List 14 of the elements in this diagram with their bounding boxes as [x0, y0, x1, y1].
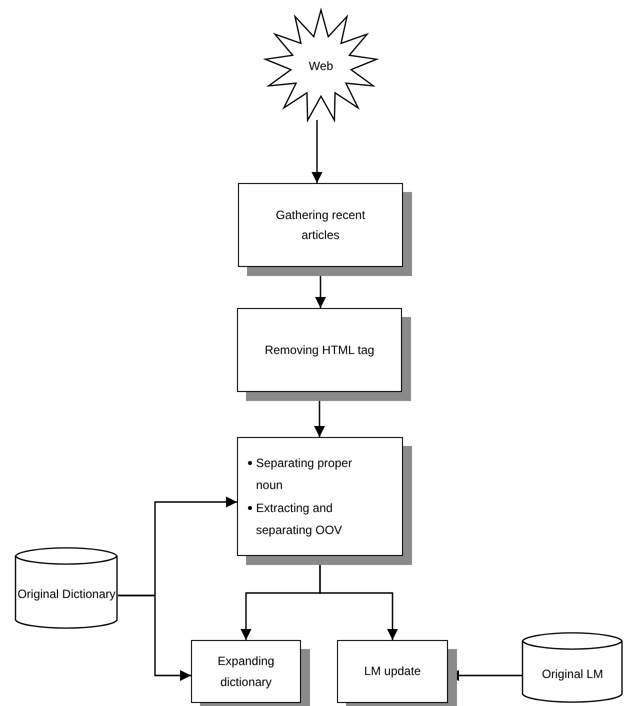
node-label: Removing HTML tag — [264, 342, 374, 359]
database-cylinder — [522, 632, 623, 704]
node-label: Expanding dictionary — [216, 653, 276, 690]
web-star-node — [265, 10, 377, 122]
node-label: Gathering recent articles — [274, 206, 366, 244]
node-label: Original LM — [542, 666, 604, 683]
bullet-item: Separating proper noun — [256, 455, 354, 494]
arrow — [312, 120, 322, 183]
bullet-item: Extracting and separating OOV — [256, 500, 344, 539]
node-label: LM update — [364, 663, 421, 680]
node-label: Web — [308, 58, 334, 75]
database-cylinder — [15, 547, 118, 630]
arrow — [118, 594, 191, 681]
node-label: Original Dictionary — [17, 586, 116, 604]
